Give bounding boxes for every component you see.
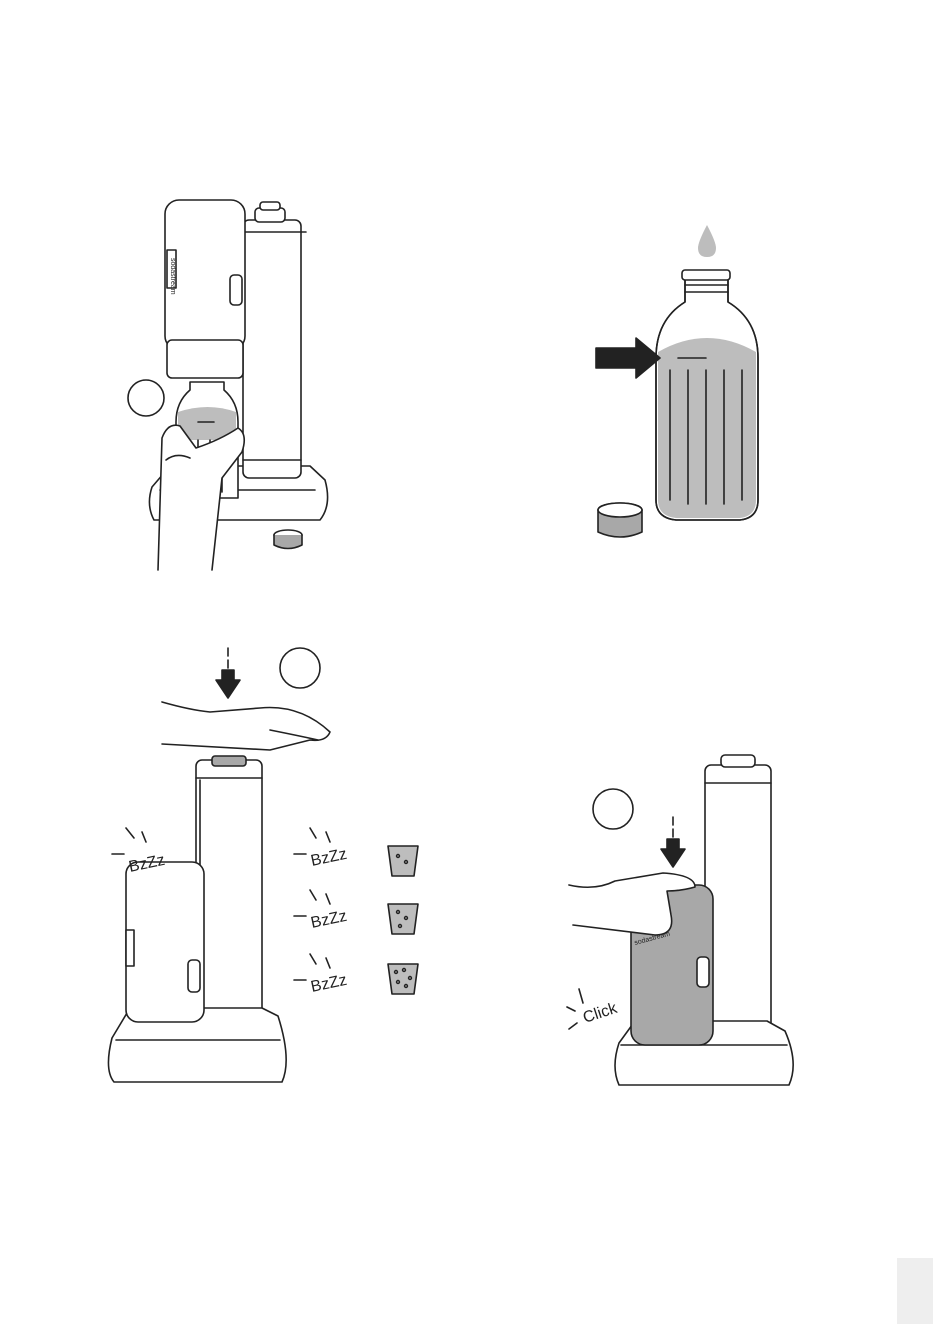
insert-bottle-illustration: sodastream [110, 190, 360, 560]
panel-fill-bottle [580, 220, 770, 550]
sound-label: BzZz [309, 972, 348, 996]
glass-medium-fizz-icon [388, 904, 418, 934]
glass-low-fizz-icon [388, 846, 418, 876]
sound-label: BzZz [309, 908, 348, 932]
panel-release: sodastream Click [555, 745, 805, 1095]
glass-high-fizz-icon [388, 964, 418, 994]
panel-carbonate: BzZz BzZz BzZz BzZz [100, 640, 440, 1100]
arrow-down-icon [216, 670, 240, 698]
sound-label: BzZz [309, 846, 348, 870]
release-illustration: sodastream Click [555, 745, 805, 1095]
panel-insert-bottle: sodastream [110, 190, 360, 560]
carbonate-illustration: BzZz BzZz BzZz BzZz [100, 640, 440, 1100]
arrow-right-icon [596, 338, 660, 378]
water-drop-icon [698, 225, 716, 257]
page-tab [897, 1258, 933, 1324]
insert-brand-label: sodastream [169, 258, 176, 295]
click-label: Click [581, 1000, 620, 1027]
fill-bottle-illustration [580, 220, 770, 550]
arrow-down-icon [661, 839, 685, 867]
